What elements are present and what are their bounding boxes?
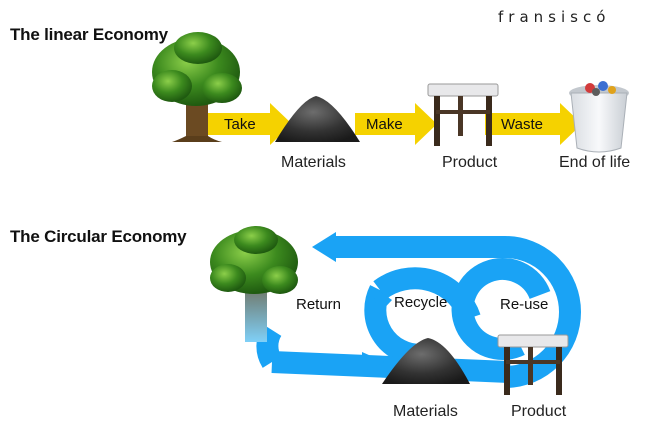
circular-arrowheads (312, 232, 470, 372)
recycle-label: Recycle (394, 294, 448, 311)
linear-economy-title: The linear Economy (10, 25, 168, 44)
return-label: Return (296, 296, 342, 313)
circular-materials-label: Materials (393, 403, 458, 420)
tree-icon (210, 226, 298, 342)
stool-icon (497, 334, 569, 395)
make-label: Make (366, 116, 403, 133)
end-of-life-label: End of life (559, 154, 631, 171)
waste-label: Waste (501, 116, 543, 133)
tree-icon (152, 32, 242, 142)
return-hook (256, 324, 282, 368)
circular-economy-title: The Circular Economy (10, 227, 187, 246)
reuse-label: Re-use (500, 296, 549, 313)
trash-can-icon (569, 81, 629, 153)
waste-arrow (485, 103, 582, 145)
materials-to-product-band (271, 351, 511, 383)
make-arrow (355, 103, 437, 145)
stool-icon (427, 83, 499, 146)
outer-right-bend (504, 236, 581, 388)
take-arrow (200, 103, 292, 145)
reuse-loop (451, 258, 551, 360)
materials-pile-icon (382, 338, 470, 384)
linear-flow-arrows (200, 103, 582, 145)
brand-logo: fransiscó (498, 8, 611, 26)
take-label: Take (224, 116, 256, 133)
circular-product-label: Product (511, 403, 567, 420)
linear-product-label: Product (442, 154, 498, 171)
linear-materials-label: Materials (281, 154, 346, 171)
materials-pile-icon (275, 96, 360, 142)
